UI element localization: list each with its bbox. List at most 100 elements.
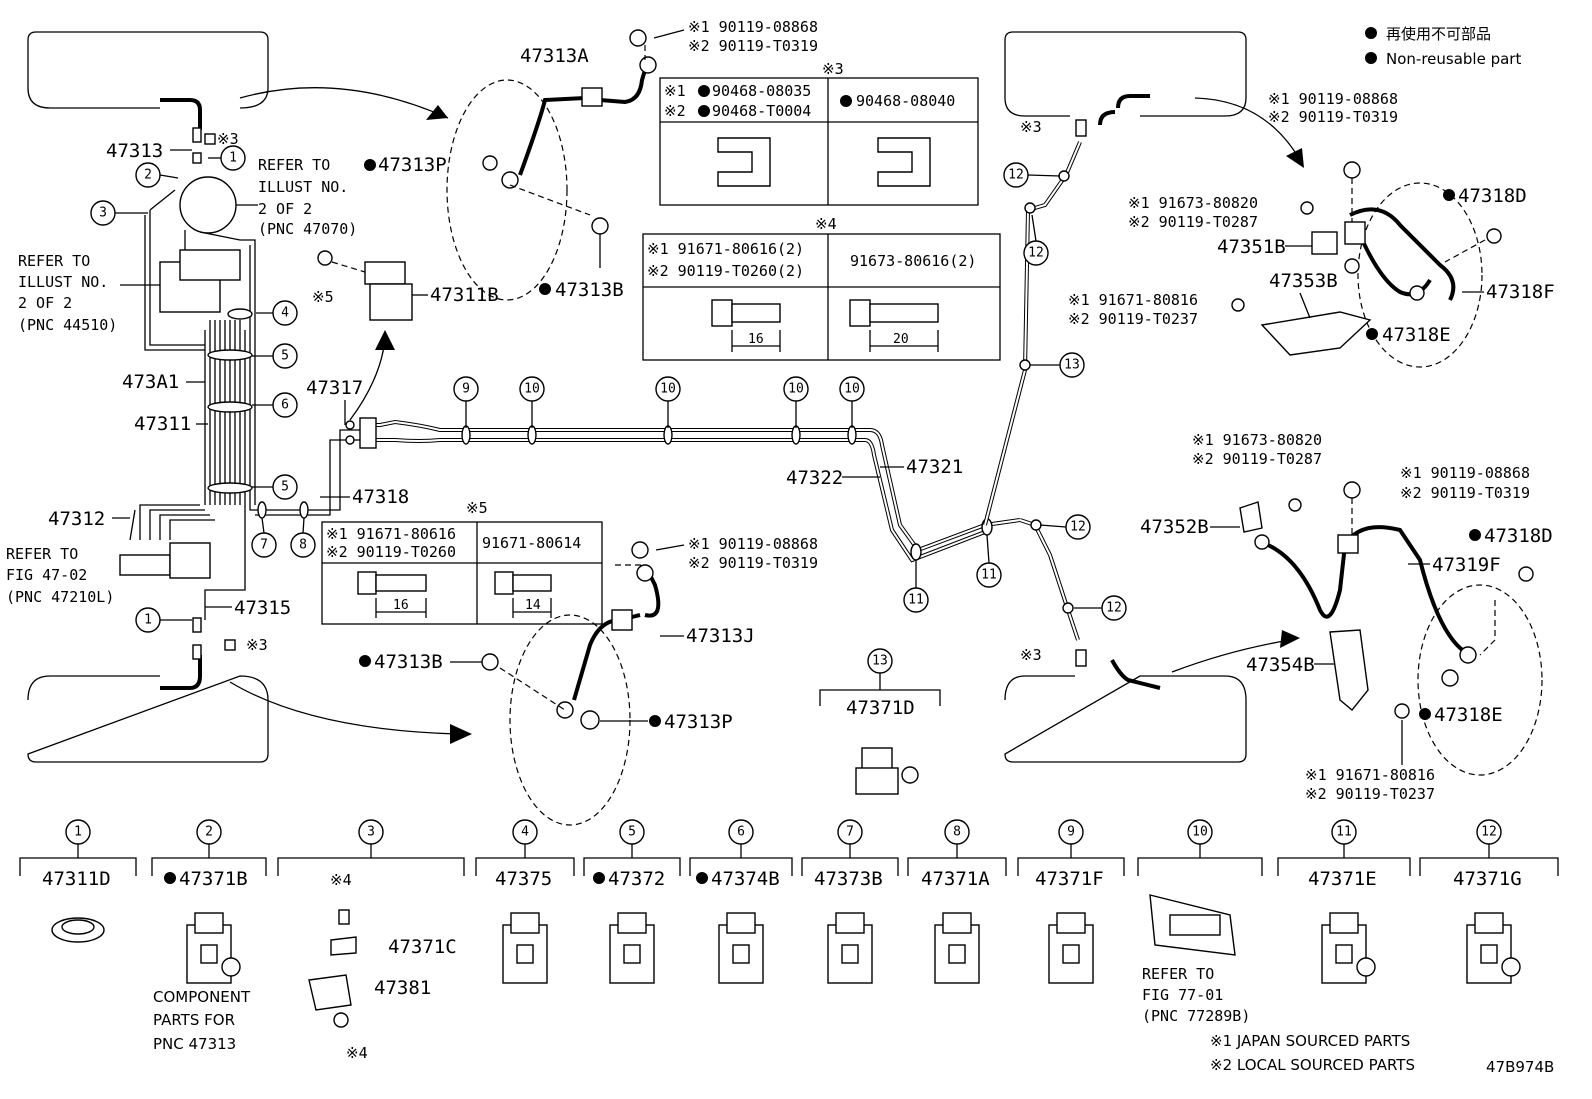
component-part-number: 47374B	[711, 868, 780, 890]
bolt-right-b2: ※2 90119-T0237	[1068, 310, 1198, 328]
callout-4: 4	[272, 300, 298, 326]
callout-1: 1	[220, 145, 246, 171]
component-number: 5	[628, 825, 636, 840]
label-47313: 47313	[106, 140, 163, 162]
bolt-right-top-2: ※2 90119-T0319	[1268, 108, 1398, 126]
flex-hose-rear-right	[1254, 481, 1534, 687]
bolt-top-center-2: ※2 90119-T0319	[688, 37, 818, 55]
callout-number: 12	[1028, 246, 1044, 261]
callout-number: 12	[1106, 601, 1122, 616]
table5-mark: ※5	[466, 499, 488, 517]
non-reusable-dot-icon	[359, 655, 371, 667]
bolt-mid-center-1: ※1 90119-08868	[688, 535, 818, 553]
bolt-icon	[629, 29, 647, 47]
table3-r2-mark: ※2	[664, 102, 686, 120]
bolt-right-d1: ※1 90119-08868	[1400, 464, 1530, 482]
refer-note-b-2: ILLUST NO.	[18, 273, 108, 291]
callout-12: 12	[1003, 162, 1029, 188]
label-473A1: 473A1	[122, 371, 179, 393]
refer-note-b-3: 2 OF 2	[18, 294, 72, 312]
clip-shape	[1321, 912, 1376, 984]
label-47381: 47381	[374, 977, 431, 999]
vehicle-outline-rear-right	[1004, 675, 1247, 763]
note-mark-5: ※5	[312, 288, 334, 306]
bolt-right-b1: ※1 91671-80816	[1068, 291, 1198, 309]
bolt-right-e2: ※2 90119-T0237	[1305, 785, 1435, 803]
bracket-47311B	[317, 250, 413, 321]
callout-2: 2	[135, 162, 161, 188]
clip-shape	[308, 909, 357, 1028]
table5-r2: ※2 90119-T0260	[326, 543, 456, 561]
non-reusable-dot-icon	[696, 872, 708, 884]
label-47315: 47315	[234, 597, 291, 619]
leader-line	[986, 534, 990, 564]
vehicle-outline-front-left	[27, 31, 269, 109]
tube-clip	[257, 425, 993, 561]
non-reusable-dot-icon	[1419, 708, 1431, 720]
vehicle-outline-front-right	[1004, 31, 1247, 117]
bolt-right-d2: ※2 90119-T0319	[1400, 484, 1530, 502]
non-reusable-dot-icon	[1443, 189, 1455, 201]
bolt-top-center-1: ※1 90119-08868	[688, 18, 818, 36]
bottom-sub-mark-4b: ※4	[346, 1044, 368, 1062]
table3-mark: ※3	[822, 60, 844, 78]
component-number: 2	[205, 825, 213, 840]
component-item-3: 3	[277, 819, 465, 1028]
component-number: 1	[74, 825, 82, 840]
non-reusable-dot-icon	[1365, 52, 1377, 64]
component-part-number: 47311D	[42, 868, 111, 890]
bolt-icon	[1300, 201, 1314, 215]
component-number: 8	[953, 825, 961, 840]
refer-fig4702-3: (PNC 47210L)	[6, 588, 114, 606]
callout-number: 13	[872, 654, 888, 669]
label-47352B: 47352B	[1140, 516, 1209, 538]
callout-number: 12	[1070, 520, 1086, 535]
note-mark-3: ※3	[246, 636, 268, 654]
detail-outline	[1357, 182, 1483, 368]
flex-hose-front-right	[1343, 161, 1502, 301]
callout-13: 13	[867, 648, 893, 674]
vehicle-outline-rear-left	[27, 675, 269, 763]
bracket-47351B	[1311, 231, 1338, 255]
label-47351B: 47351B	[1217, 236, 1286, 258]
label-47311: 47311	[134, 413, 191, 435]
component-number: 11	[1336, 825, 1352, 840]
clip-shape	[1149, 894, 1236, 956]
clip-shape	[1466, 912, 1521, 984]
component-number: 6	[737, 825, 745, 840]
callout-number: 1	[229, 151, 237, 166]
callout-10: 10	[839, 376, 865, 402]
leader-line	[1027, 174, 1061, 177]
non-reusable-dot-icon	[1365, 27, 1377, 39]
callout-number: 11	[981, 568, 997, 583]
label-47319F: 47319F	[1432, 554, 1501, 576]
label-47318D-bottom: 47318D	[1484, 525, 1553, 547]
refer-note-a-3: 2 OF 2	[258, 200, 312, 218]
bolt-right-e1: ※1 91671-80816	[1305, 766, 1435, 784]
leader-line	[302, 517, 305, 534]
callout-5: 5	[272, 474, 298, 500]
callout-10: 10	[655, 376, 681, 402]
table3-r1-mark: ※1	[664, 82, 686, 100]
label-47371C: 47371C	[388, 936, 457, 958]
label-47318D-top: 47318D	[1458, 185, 1527, 207]
label-47313P-bottom: 47313P	[664, 711, 733, 733]
component-number: 9	[1067, 825, 1075, 840]
table4-r1: ※1 91671-80616(2)	[647, 240, 804, 258]
callout-11: 11	[976, 562, 1002, 588]
callout-number: 11	[908, 593, 924, 608]
callout-number: 2	[144, 168, 152, 183]
component-parts-note-1: COMPONENT	[153, 988, 251, 1006]
label-47318E-top: 47318E	[1382, 324, 1451, 346]
callout-number: 13	[1064, 358, 1080, 373]
component-parts-note-3: PNC 47313	[153, 1035, 236, 1053]
label-47313B-bottom: 47313B	[374, 651, 443, 673]
bolt-icon	[591, 217, 609, 235]
table3-right-value: 90468-08040	[856, 92, 955, 110]
note-mark-3: ※3	[217, 130, 239, 148]
component-part-number: 47372	[608, 868, 665, 890]
